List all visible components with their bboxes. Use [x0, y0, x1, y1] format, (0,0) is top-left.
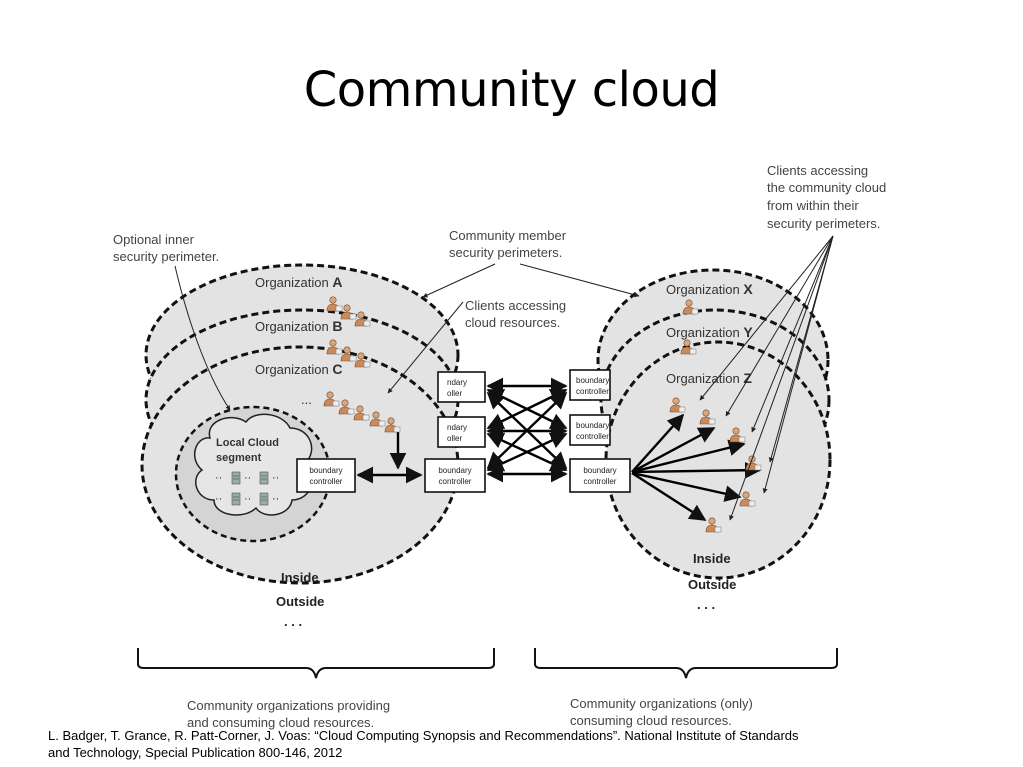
org-label-b: Organization B — [255, 318, 342, 334]
citation-line-1: L. Badger, T. Grance, R. Patt-Corner, J.… — [48, 728, 799, 743]
svg-text:··: ·· — [215, 493, 222, 505]
local-cloud-label-1: Local Cloud — [216, 437, 279, 449]
boundary-controller-right-x: boundary controller — [569, 369, 611, 401]
caption-left: Community organizations providing and co… — [187, 698, 394, 730]
inside-label-right: Inside — [693, 551, 731, 566]
svg-text:oller: oller — [447, 434, 462, 443]
outside-label-left: Outside — [276, 594, 324, 609]
svg-text:··: ·· — [244, 493, 251, 505]
svg-text:controller: controller — [576, 432, 609, 441]
svg-text:··: ·· — [215, 472, 222, 484]
svg-text:ndary: ndary — [447, 378, 467, 387]
org-label-z: Organization Z — [666, 370, 752, 386]
org-label-x: Organization X — [666, 281, 753, 297]
brace-right — [534, 648, 838, 679]
org-label-y: Organization Y — [666, 324, 753, 340]
svg-text:··: ·· — [272, 472, 279, 484]
svg-text:boundary: boundary — [583, 466, 616, 475]
org-label-a: Organization A — [255, 274, 342, 290]
inside-label-left: Inside — [281, 570, 319, 585]
boundary-controller-left-a: ndary oller — [437, 371, 486, 403]
boundary-controller-local: boundary controller — [296, 458, 356, 493]
svg-text:oller: oller — [447, 389, 462, 398]
annotation-clients-cloud: Clients accessing cloud resources. — [465, 298, 570, 330]
citation-line-2: and Technology, Special Publication 800-… — [48, 745, 343, 760]
brace-left — [137, 648, 495, 679]
local-cloud-servers: ·· ·· ·· ·· ·· ·· — [215, 471, 279, 506]
client-links-right — [631, 413, 762, 522]
local-cloud-shape — [193, 413, 314, 516]
outside-label-right: Outside — [688, 577, 736, 592]
annotation-clients-within: Clients accessing the community cloud fr… — [767, 163, 890, 231]
clients-ellipsis: ... — [301, 392, 312, 407]
svg-text:boundary: boundary — [576, 421, 609, 430]
org-label-c: Organization C — [255, 361, 342, 377]
citation: L. Badger, T. Grance, R. Patt-Corner, J.… — [48, 727, 978, 761]
boundary-controller-right-y: boundary controller — [569, 414, 611, 446]
annotation-member-perimeters: Community member security perimeters. — [449, 228, 570, 260]
svg-text:boundary: boundary — [576, 376, 609, 385]
svg-text:··: ·· — [244, 472, 251, 484]
ellipsis-right: . . . — [697, 597, 715, 612]
controller-links — [356, 377, 568, 484]
clients-within-pointers — [699, 235, 834, 521]
ellipsis-left: . . . — [284, 614, 302, 629]
local-cloud-label-2: segment — [216, 452, 262, 464]
annotation-optional-inner: Optional inner security perimeter. — [113, 232, 219, 264]
slide-title: Community cloud — [303, 62, 720, 118]
boundary-controller-right-z: boundary controller — [569, 458, 631, 493]
boundary-controller-left-c: boundary controller — [424, 458, 486, 493]
caption-right: Community organizations (only) consuming… — [570, 696, 756, 728]
svg-text:boundary: boundary — [438, 466, 471, 475]
svg-text:controller: controller — [584, 477, 617, 486]
svg-text:boundary: boundary — [309, 466, 342, 475]
svg-text:ndary: ndary — [447, 423, 467, 432]
svg-text:controller: controller — [310, 477, 343, 486]
svg-text:controller: controller — [576, 387, 609, 396]
svg-text:controller: controller — [439, 477, 472, 486]
svg-text:··: ·· — [272, 493, 279, 505]
perimeter-org-z — [604, 340, 832, 580]
boundary-controller-left-b: ndary oller — [437, 416, 486, 448]
